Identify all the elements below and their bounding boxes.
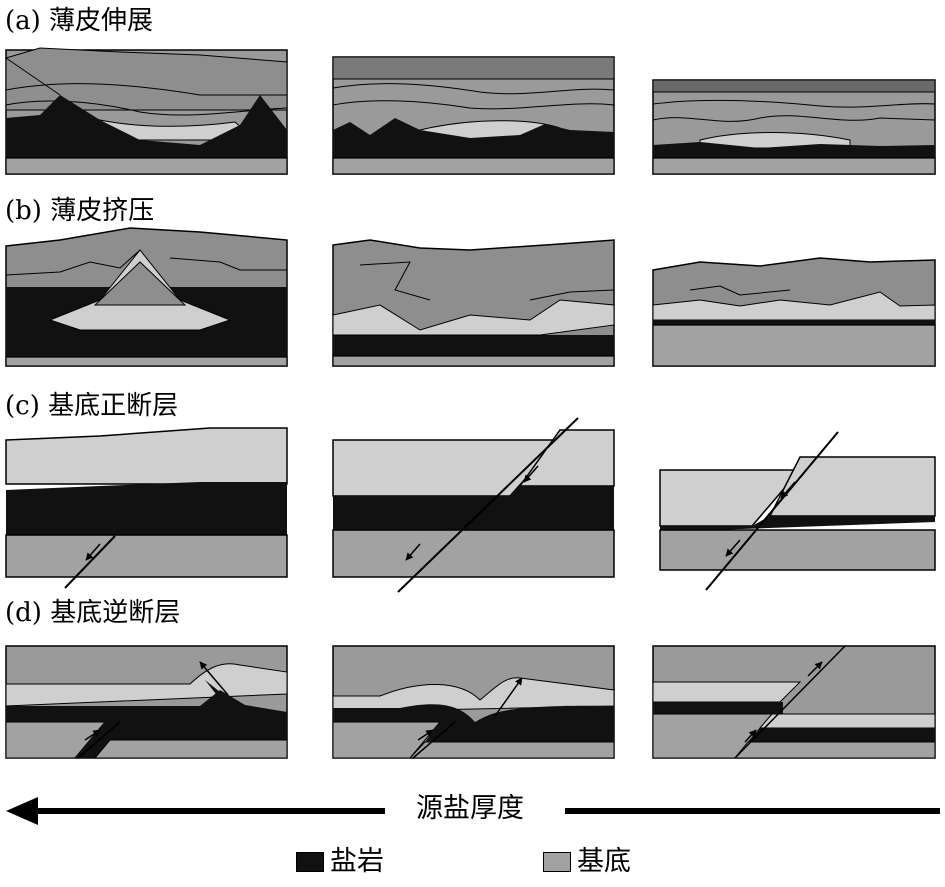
panel-d3 bbox=[652, 645, 936, 759]
row-label-d: (d) 基底逆断层 bbox=[5, 598, 181, 628]
panel-c1 bbox=[5, 427, 288, 589]
row-label-a: (a) 薄皮伸展 bbox=[5, 6, 154, 36]
panel-b3 bbox=[652, 257, 936, 367]
panel-d2 bbox=[332, 645, 615, 759]
panel-b1 bbox=[5, 227, 288, 367]
axis-label: 源盐厚度 bbox=[408, 794, 532, 824]
panel-a2 bbox=[332, 56, 615, 175]
row-label-b: (b) 薄皮挤压 bbox=[5, 196, 155, 226]
legend-item-salt: 盐岩 bbox=[296, 847, 384, 877]
legend-item-basement: 基底 bbox=[543, 847, 631, 877]
panel-a3 bbox=[652, 79, 936, 175]
row-label-c: (c) 基底正断层 bbox=[5, 391, 179, 421]
panel-c3 bbox=[659, 431, 936, 591]
panel-a1 bbox=[5, 47, 288, 175]
panel-c2 bbox=[332, 417, 615, 593]
panel-d1 bbox=[5, 645, 288, 759]
legend-label-salt: 盐岩 bbox=[330, 846, 384, 877]
basement-swatch-icon bbox=[543, 852, 571, 872]
arrowhead-left-icon bbox=[6, 797, 38, 825]
panel-b2 bbox=[332, 239, 615, 367]
salt-swatch-icon bbox=[296, 852, 324, 872]
legend-label-basement: 基底 bbox=[577, 846, 631, 877]
source-salt-thickness-arrow bbox=[6, 797, 940, 825]
